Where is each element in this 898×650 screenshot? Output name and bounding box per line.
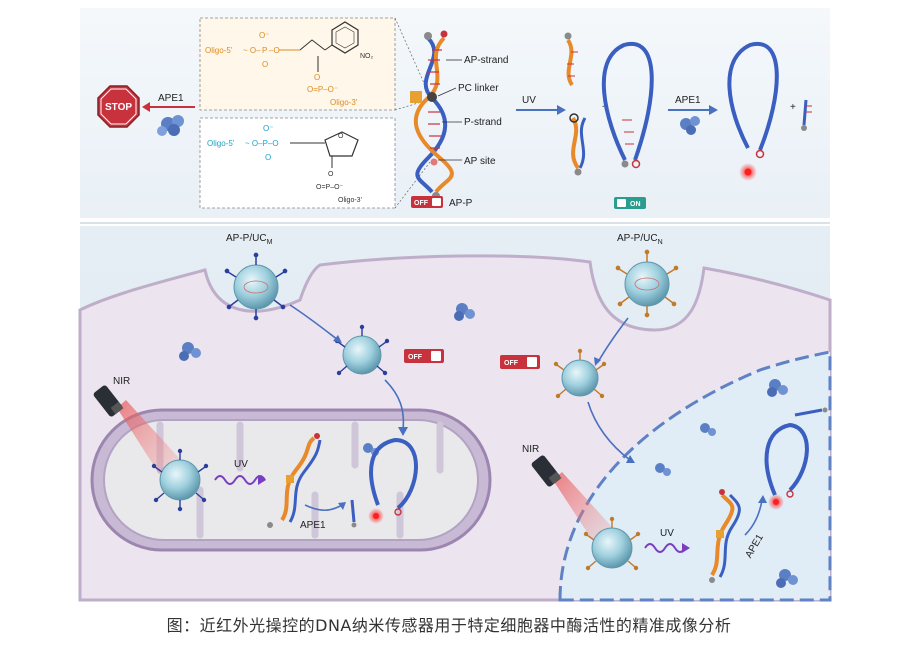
off-switch-icon: OFF bbox=[411, 196, 443, 208]
connector-upper bbox=[394, 17, 429, 93]
helix-mito bbox=[267, 433, 322, 528]
uv-wave-left bbox=[214, 475, 266, 485]
chem-orange-o-lower: O bbox=[262, 60, 268, 69]
hairpin-mito bbox=[368, 437, 418, 524]
chem-blue-oligo5: Oligo-5' bbox=[207, 139, 235, 148]
ape1-protein-icon-top-right bbox=[680, 116, 700, 135]
nir-label-left: NIR bbox=[113, 376, 130, 387]
chem-orange-o-minus: O⁻ bbox=[259, 31, 269, 40]
chem-blue-o-lower: O bbox=[265, 153, 271, 162]
nanoparticle-nucleus bbox=[583, 516, 641, 571]
hairpin-cut bbox=[727, 41, 779, 181]
helix-nucleus bbox=[709, 489, 741, 583]
chem-orange-o-2: O bbox=[314, 73, 320, 82]
switch-off-label-left: OFF bbox=[408, 354, 423, 361]
chem-sugar-o2: O bbox=[328, 171, 334, 178]
chem-orange-p2-line: O=P–O⁻ bbox=[307, 85, 338, 94]
trafficking-arrowheads bbox=[333, 335, 635, 463]
ape1-label-top-right: APE1 bbox=[675, 95, 701, 106]
uv-arrow-top bbox=[516, 105, 566, 115]
ape1-protein-icon-cytoplasm bbox=[179, 342, 201, 361]
ape1-protein-icon bbox=[157, 115, 184, 136]
cleaved-fragment-orange bbox=[564, 32, 578, 87]
ape1-arrow-mito bbox=[304, 502, 346, 512]
label-pc-linker: PC linker bbox=[458, 83, 499, 94]
off-switch-icon-left: OFF bbox=[404, 349, 444, 363]
label-ap-p-ucn: AP-P/UCN bbox=[617, 233, 663, 246]
ape1-protein-icon-nucleus-4 bbox=[776, 569, 798, 588]
connector-lower bbox=[394, 161, 431, 209]
switch-on-label: ON bbox=[630, 201, 641, 208]
label-ap-p: AP-P bbox=[449, 198, 473, 209]
chem-sugar-o: O bbox=[338, 133, 344, 140]
chem-orange-o: –O bbox=[269, 46, 280, 55]
nanoparticle-ucn-pit bbox=[615, 249, 679, 318]
ape1-label-left: APE1 bbox=[158, 93, 184, 104]
ape1-label-mito: APE1 bbox=[300, 520, 326, 531]
ape1-protein-icon-nucleus-1 bbox=[767, 379, 788, 397]
uv-wave-right-head bbox=[682, 543, 690, 553]
label-ap-strand: AP-strand bbox=[464, 55, 508, 66]
ape1-protein-icon-nucleus-3 bbox=[655, 463, 671, 476]
nanoparticle-ucn-internal bbox=[553, 348, 607, 399]
label-ap-p-ucm: AP-P/UCM bbox=[226, 233, 273, 246]
stop-sign-icon: STOP bbox=[97, 85, 140, 128]
label-ap-site: AP site bbox=[464, 156, 496, 167]
ape1-arrow-nucleus bbox=[744, 495, 767, 536]
released-fragment-icon bbox=[801, 99, 812, 131]
chem-box-pc-linker: Oligo-5' ~ O– P –O O⁻ O NO₂ O O=P–O⁻ Oli… bbox=[199, 17, 396, 111]
ap-p-helix bbox=[410, 30, 454, 200]
top-panel-background bbox=[80, 8, 830, 218]
chem-blue-bonds: ~ O–P–O bbox=[245, 139, 279, 148]
uv-wave-left-head bbox=[258, 475, 266, 485]
uv-wave-right bbox=[644, 543, 686, 553]
cleaved-fragment-helix bbox=[569, 113, 587, 176]
uv-label-top: UV bbox=[522, 95, 536, 106]
off-switch-icon-right: OFF bbox=[500, 355, 540, 369]
chem-blue-oligo3: Oligo-3' bbox=[338, 197, 362, 204]
label-p-strand: P-strand bbox=[464, 117, 502, 128]
ape1-arrow-top bbox=[668, 105, 718, 115]
ape1-protein-icon-cell-top bbox=[454, 303, 475, 321]
on-switch-icon: ON bbox=[614, 197, 646, 209]
chem-blue-o-minus: O⁻ bbox=[263, 124, 273, 133]
hairpin-on bbox=[601, 41, 654, 169]
ape1-protein-icon-nucleus-2 bbox=[700, 423, 716, 436]
chem-sugar-p: O=P–O⁻ bbox=[316, 184, 344, 191]
chem-orange-oligo3: Oligo-3' bbox=[330, 98, 358, 107]
inhibition-arrow bbox=[142, 102, 195, 112]
nanoparticle-mito bbox=[151, 448, 209, 512]
chem-no2: NO₂ bbox=[360, 53, 374, 60]
chem-box-ap-site: Oligo-5' ~ O–P–O O⁻ O O O O=P–O⁻ Oligo-3… bbox=[199, 117, 396, 209]
stop-sign-label: STOP bbox=[105, 102, 132, 113]
uv-label-right: UV bbox=[660, 528, 674, 539]
nir-label-right: NIR bbox=[522, 444, 539, 455]
switch-off-label-right: OFF bbox=[504, 360, 519, 367]
released-fragment-nucleus bbox=[794, 407, 828, 417]
uv-label-left: UV bbox=[234, 459, 248, 470]
helix-label-lines bbox=[437, 59, 462, 161]
hairpin-nucleus bbox=[764, 422, 809, 510]
plus-sign-2: + bbox=[790, 102, 796, 113]
figure-caption: 图：近红外光操控的DNA纳米传感器用于特定细胞器中酶活性的精准成像分析 bbox=[166, 616, 732, 635]
released-fragment-mito bbox=[350, 499, 357, 528]
trafficking-arrows bbox=[289, 304, 631, 461]
nanoparticle-ucm-pit bbox=[224, 252, 288, 321]
chem-orange-p: P bbox=[262, 46, 267, 55]
chem-orange-oligo5: Oligo-5' bbox=[205, 46, 233, 55]
chem-orange-bonds: ~ O– bbox=[243, 46, 261, 55]
switch-off-label-top: OFF bbox=[414, 200, 429, 207]
